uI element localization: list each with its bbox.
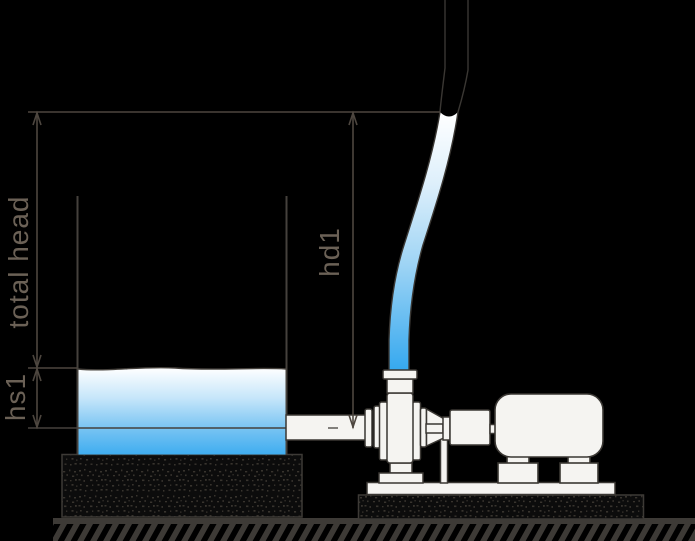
drive-shaft-inner [425, 423, 444, 434]
arrow-hd1-top [348, 110, 358, 126]
pump-support-column [439, 436, 449, 484]
arrow-hd1-bottom [348, 414, 358, 430]
tank-foundation [61, 453, 303, 518]
supply-tank [76, 196, 288, 455]
baseplate [366, 481, 616, 496]
arrow-hs1-top [32, 366, 42, 382]
pipe-outline-left [388, 0, 446, 371]
motor [494, 393, 604, 484]
ground [53, 518, 695, 541]
drive-cone-end [442, 416, 451, 441]
water-surface-line [77, 366, 287, 371]
pump-pedestal-base [378, 472, 424, 484]
motor-foot-1 [497, 462, 539, 484]
ground-line [53, 518, 695, 524]
arrow-hs1-bottom [32, 414, 42, 430]
total-head-label: total head [3, 195, 34, 329]
motor-body [494, 393, 604, 458]
pump-unit [364, 369, 616, 496]
suction-pipe [285, 414, 367, 441]
pipe-outline-right [408, 0, 469, 371]
dimensions [28, 110, 440, 430]
discharge-pipe [388, 0, 469, 371]
suction-flange-plate-1 [364, 408, 373, 448]
motor-foot-2 [559, 462, 599, 484]
ground-hatch [53, 524, 695, 541]
discharge-neck [386, 378, 414, 394]
pump-pedestal-neck [389, 462, 413, 474]
coupling-housing [449, 409, 491, 446]
casing-main [386, 392, 414, 464]
discharge-head-label: hd1 [314, 227, 345, 277]
pump-foundation [357, 494, 645, 520]
arrow-total-head-top [32, 110, 42, 126]
suction-head-label: hs1 [0, 372, 31, 422]
discharge-flange [382, 369, 418, 380]
coupling [449, 409, 497, 446]
tank-water [78, 367, 286, 455]
